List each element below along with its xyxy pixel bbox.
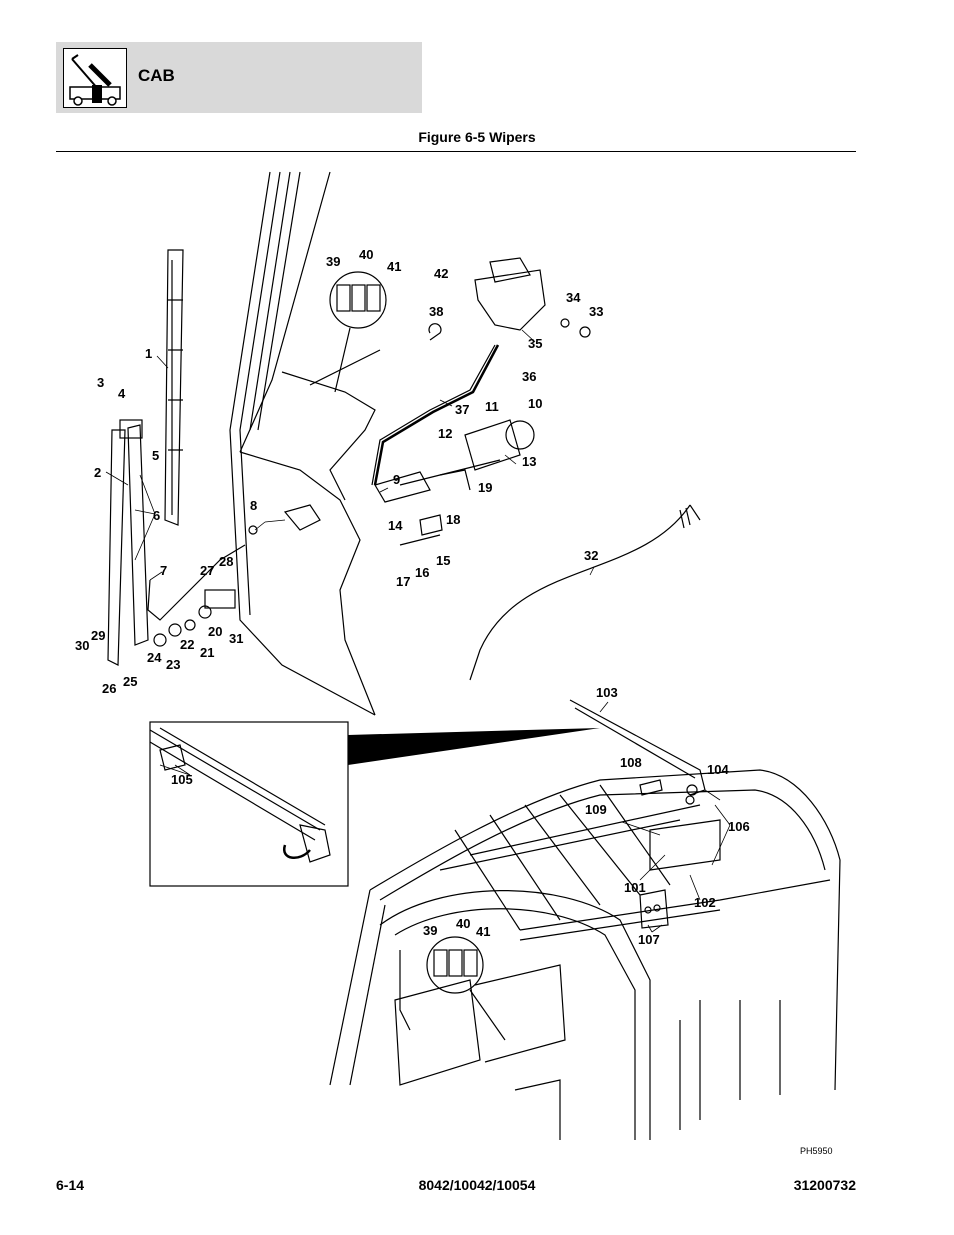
callout-37: 37 [455,402,469,417]
document-number: 31200732 [793,1177,856,1193]
callout-25: 25 [123,674,137,689]
callout-9: 9 [393,472,400,487]
callout-1: 1 [145,346,152,361]
callout-8: 8 [250,498,257,513]
callout-41: 41 [387,259,401,274]
callout-3: 3 [97,375,104,390]
page-number: 6-14 [56,1177,85,1193]
callout-18: 18 [446,512,460,527]
callout-27: 27 [200,563,214,578]
callout-40: 40 [359,247,373,262]
callout-101: 101 [624,880,646,895]
callout-38: 38 [429,304,443,319]
callout-17: 17 [396,574,410,589]
callout-42: 42 [434,266,448,281]
callout-108: 108 [620,755,642,770]
callout-6: 6 [153,508,160,523]
callout-23: 23 [166,657,180,672]
callout-105: 105 [171,772,193,787]
callout-39b: 39 [423,923,437,938]
callout-32: 32 [584,548,598,563]
callout-14: 14 [388,518,403,533]
callout-35: 35 [528,336,542,351]
callout-40b: 40 [456,916,470,931]
callout-12: 12 [438,426,452,441]
callout-4: 4 [118,386,126,401]
callout-103: 103 [596,685,618,700]
header-divider [56,151,856,152]
callout-7: 7 [160,563,167,578]
callout-21: 21 [200,645,214,660]
callout-2: 2 [94,465,101,480]
callout-24: 24 [147,650,162,665]
callout-31: 31 [229,631,243,646]
callout-36: 36 [522,369,536,384]
section-title: CAB [138,66,175,85]
callout-10: 10 [528,396,542,411]
figure-title: Figure 6-5 Wipers [418,129,536,145]
callout-104: 104 [707,762,729,777]
callout-16: 16 [415,565,429,580]
callout-107: 107 [638,932,660,947]
callout-106: 106 [728,819,750,834]
callout-26: 26 [102,681,116,696]
callout-13: 13 [522,454,536,469]
callout-5: 5 [152,448,159,463]
callout-20: 20 [208,624,222,639]
callout-30: 30 [75,638,89,653]
callout-22: 22 [180,637,194,652]
section-header: CAB [56,42,422,113]
model-numbers: 8042/10042/10054 [418,1177,536,1193]
callout-28: 28 [219,554,233,569]
telehandler-icon [63,48,127,108]
figure-ref-code: PH5950 [800,1146,833,1156]
callout-34: 34 [566,290,581,305]
callout-109: 109 [585,802,607,817]
callout-39: 39 [326,254,340,269]
callout-33: 33 [589,304,603,319]
callout-11: 11 [485,399,499,414]
callout-19: 19 [478,480,492,495]
callout-15: 15 [436,553,450,568]
callout-41b: 41 [476,924,490,939]
callout-29: 29 [91,628,105,643]
callout-102: 102 [694,895,716,910]
